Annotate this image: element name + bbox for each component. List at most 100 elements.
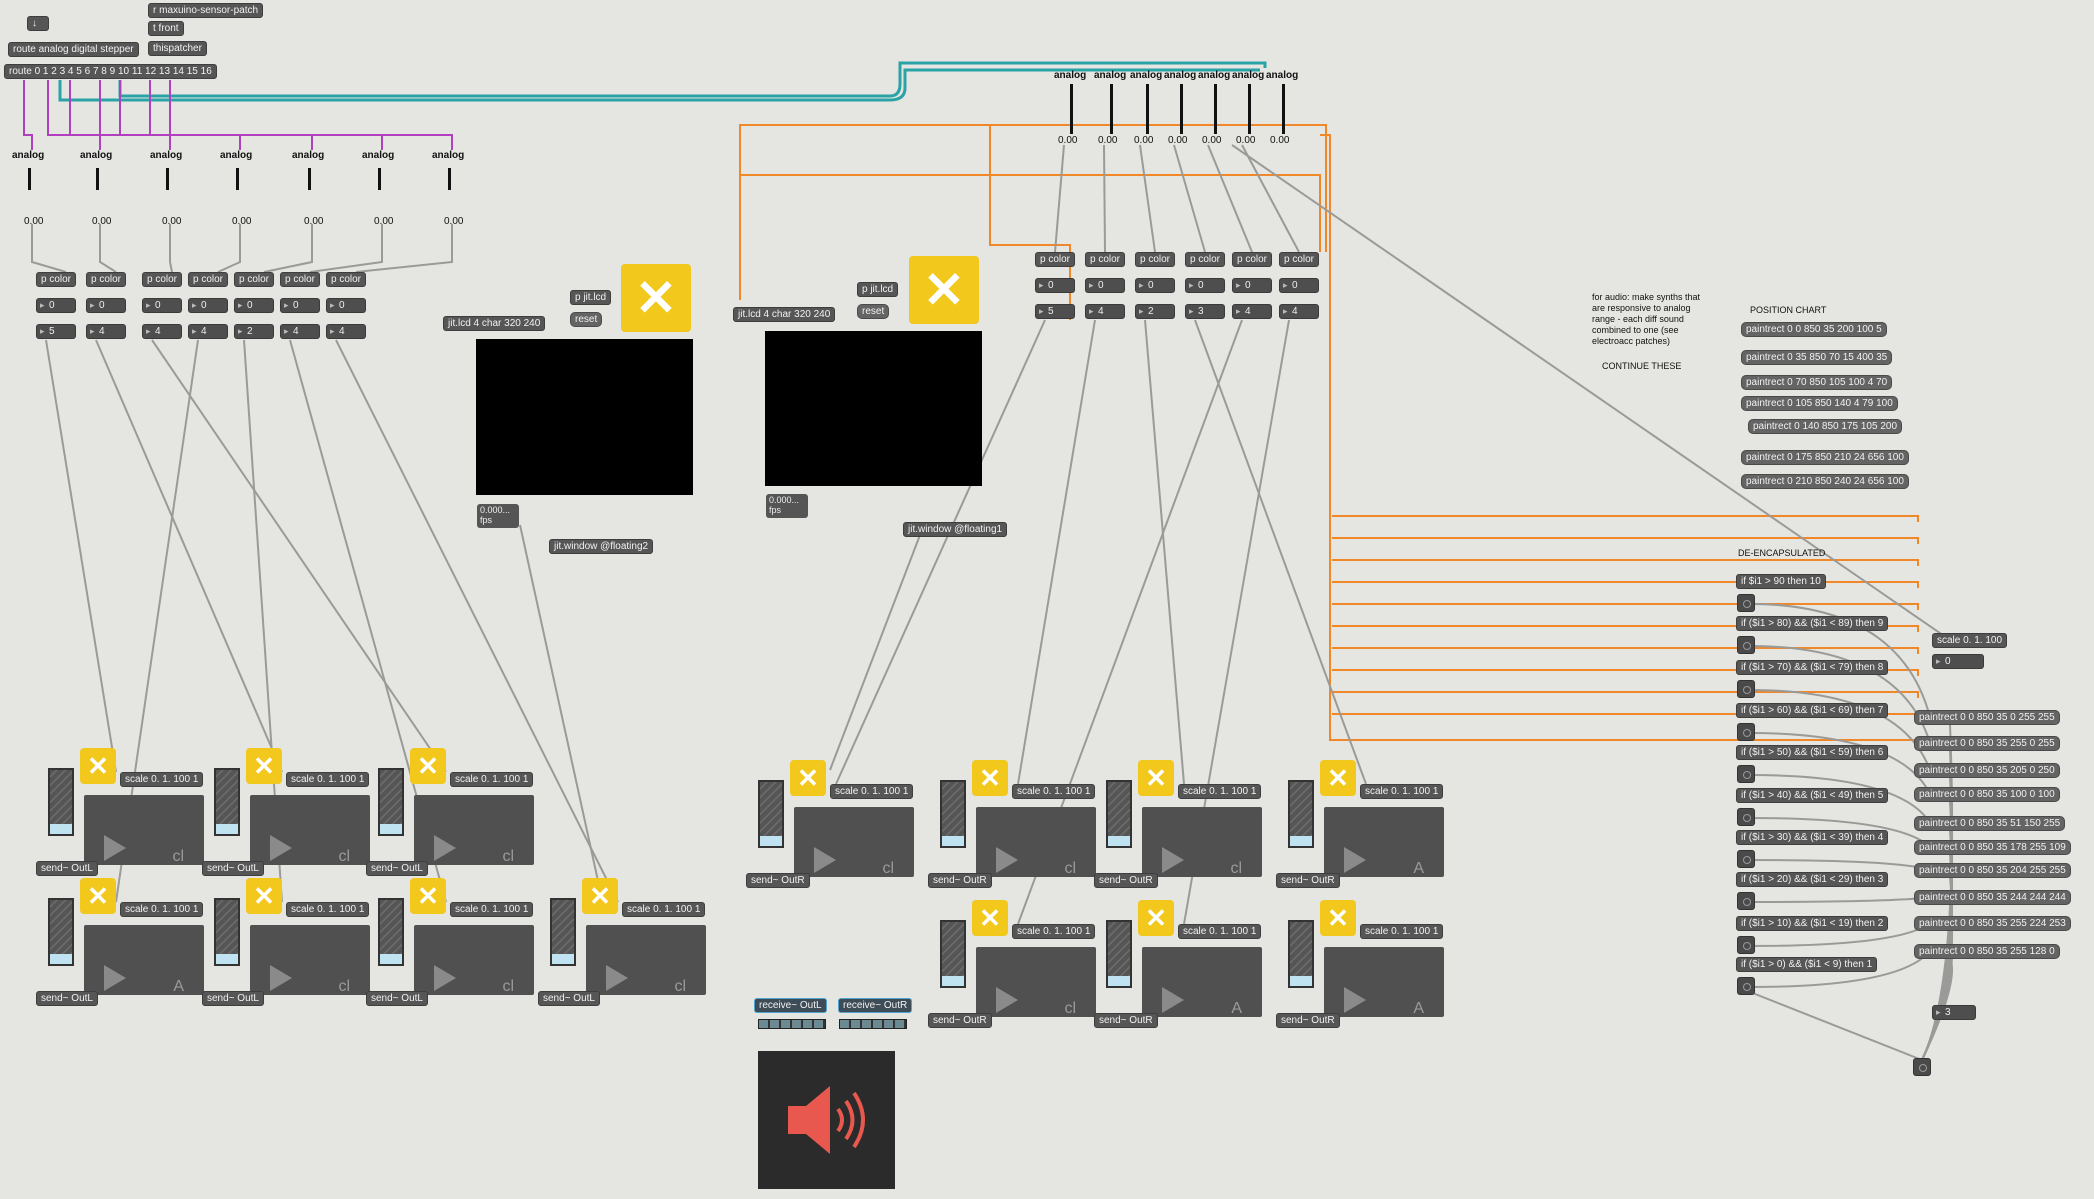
close-icon[interactable]: ✕ (1320, 760, 1356, 796)
pcolor-output[interactable]: 4 (1085, 304, 1125, 319)
audio-player[interactable]: cl (250, 925, 370, 995)
audio-player[interactable]: cl (414, 925, 534, 995)
pcolor-object[interactable]: p color (1279, 252, 1320, 267)
send-object[interactable]: send~ OutL (36, 991, 98, 1006)
audio-player[interactable]: cl (250, 795, 370, 865)
thispatcher-object[interactable]: thispatcher (148, 41, 207, 56)
final-toggle[interactable] (1913, 1058, 1931, 1076)
if-object[interactable]: if $i1 > 90 then 10 (1736, 574, 1826, 589)
scale-object[interactable]: scale 0. 1. 100 1 (1178, 784, 1262, 799)
play-icon[interactable] (270, 965, 292, 991)
receive-outL[interactable]: receive~ OutL (754, 998, 827, 1013)
send-object[interactable]: send~ OutL (366, 861, 428, 876)
audio-player[interactable]: A (1324, 947, 1444, 1017)
jit-lcd-right[interactable]: jit.lcd 4 char 320 240 (733, 307, 836, 322)
if-output-toggle[interactable] (1737, 594, 1755, 612)
scale-object[interactable]: scale 0. 1. 100 1 (1012, 924, 1096, 939)
close-icon[interactable]: ✕ (582, 878, 618, 914)
paintrect-color-message[interactable]: paintrect 0 0 850 35 178 255 109 (1914, 840, 2071, 855)
analog-slider-thumb[interactable] (308, 168, 311, 190)
if-output-toggle[interactable] (1737, 892, 1755, 910)
paintrect-chart-message[interactable]: paintrect 0 35 850 70 15 400 35 (1741, 350, 1893, 365)
audio-player[interactable]: A (1324, 807, 1444, 877)
if-output-toggle[interactable] (1737, 765, 1755, 783)
analog-slider-thumb[interactable] (28, 168, 31, 190)
pcolor-object[interactable]: p color (280, 272, 321, 287)
gain-slider[interactable] (214, 898, 240, 966)
close-icon[interactable]: ✕ (1320, 900, 1356, 936)
scale-object[interactable]: scale 0. 1. 100 1 (286, 902, 370, 917)
paintrect-color-message[interactable]: paintrect 0 0 850 35 204 255 255 (1914, 863, 2071, 878)
gain-slider[interactable] (940, 920, 966, 988)
if-object[interactable]: if ($i1 > 0) && ($i1 < 9) then 1 (1736, 957, 1878, 972)
send-object[interactable]: send~ OutR (928, 873, 992, 888)
close-icon-right-lcd[interactable]: ✕ (909, 256, 979, 324)
pcolor-output[interactable]: 4 (280, 324, 320, 339)
paintrect-color-message[interactable]: paintrect 0 0 850 35 255 128 0 (1914, 944, 2060, 959)
close-icon[interactable]: ✕ (410, 878, 446, 914)
pcolor-number[interactable]: 0 (1185, 278, 1225, 293)
send-object[interactable]: send~ OutR (1094, 873, 1158, 888)
audio-player[interactable]: cl (976, 807, 1096, 877)
pcolor-number[interactable]: 0 (1135, 278, 1175, 293)
send-object[interactable]: send~ OutL (36, 861, 98, 876)
analog-slider-thumb[interactable] (1110, 84, 1113, 134)
pcolor-output[interactable]: 5 (36, 324, 76, 339)
close-icon[interactable]: ✕ (246, 878, 282, 914)
pcolor-number[interactable]: 0 (234, 298, 274, 313)
pcolor-object[interactable]: p color (142, 272, 183, 287)
analog-slider-thumb[interactable] (378, 168, 381, 190)
paintrect-chart-message[interactable]: paintrect 0 70 850 105 100 4 70 (1741, 375, 1893, 390)
audio-player[interactable]: cl (794, 807, 914, 877)
paintrect-color-message[interactable]: paintrect 0 0 850 35 0 255 255 (1914, 710, 2060, 725)
route-pins-object[interactable]: route 0 1 2 3 4 5 6 7 8 9 10 11 12 13 14… (4, 64, 217, 79)
paintrect-chart-message[interactable]: paintrect 0 140 850 175 105 200 (1748, 419, 1903, 434)
play-icon[interactable] (270, 835, 292, 861)
gain-slider[interactable] (48, 898, 74, 966)
pcolor-number[interactable]: 0 (86, 298, 126, 313)
pcolor-object[interactable]: p color (1232, 252, 1273, 267)
reset-right[interactable]: reset (857, 304, 890, 319)
gain-slider[interactable] (1106, 920, 1132, 988)
audio-player[interactable]: cl (586, 925, 706, 995)
audio-player[interactable]: cl (1142, 807, 1262, 877)
if-object[interactable]: if ($i1 > 50) && ($i1 < 59) then 6 (1736, 745, 1889, 760)
audio-player[interactable]: A (1142, 947, 1262, 1017)
counter-number[interactable]: 3 (1932, 1005, 1976, 1020)
paintrect-chart-message[interactable]: paintrect 0 0 850 35 200 100 5 (1741, 322, 1887, 337)
play-icon[interactable] (996, 847, 1018, 873)
send-object[interactable]: send~ OutR (1276, 873, 1340, 888)
pcolor-object[interactable]: p color (326, 272, 367, 287)
pcolor-object[interactable]: p color (188, 272, 229, 287)
send-object[interactable]: send~ OutR (928, 1013, 992, 1028)
analog-slider-thumb[interactable] (236, 168, 239, 190)
send-object[interactable]: send~ OutL (202, 991, 264, 1006)
paintrect-color-message[interactable]: paintrect 0 0 850 35 244 244 244 (1914, 890, 2071, 905)
scale-object[interactable]: scale 0. 1. 100 1 (120, 902, 204, 917)
close-icon[interactable]: ✕ (246, 748, 282, 784)
play-icon[interactable] (1344, 847, 1366, 873)
close-icon[interactable]: ✕ (790, 760, 826, 796)
analog-slider-thumb[interactable] (1070, 84, 1073, 134)
pcolor-object[interactable]: p color (234, 272, 275, 287)
scale-object[interactable]: scale 0. 1. 100 1 (286, 772, 370, 787)
pcolor-output[interactable]: 4 (188, 324, 228, 339)
send-object[interactable]: send~ OutL (202, 861, 264, 876)
close-icon[interactable]: ✕ (80, 748, 116, 784)
pcolor-output[interactable]: 4 (86, 324, 126, 339)
scale-object[interactable]: scale 0. 1. 100 1 (1360, 784, 1444, 799)
pcolor-object[interactable]: p color (1135, 252, 1176, 267)
paintrect-color-message[interactable]: paintrect 0 0 850 35 51 150 255 (1914, 816, 2066, 831)
if-output-toggle[interactable] (1737, 808, 1755, 826)
play-icon[interactable] (996, 987, 1018, 1013)
send-object[interactable]: send~ OutL (366, 991, 428, 1006)
audio-player[interactable]: cl (976, 947, 1096, 1017)
send-object[interactable]: send~ OutR (746, 873, 810, 888)
arrow-inlet[interactable]: ↓ (27, 16, 49, 31)
play-icon[interactable] (104, 835, 126, 861)
close-icon[interactable]: ✕ (1138, 900, 1174, 936)
p-jit-lcd-right[interactable]: p jit.lcd (857, 282, 899, 297)
pcolor-output[interactable]: 3 (1185, 304, 1225, 319)
gain-slider[interactable] (550, 898, 576, 966)
